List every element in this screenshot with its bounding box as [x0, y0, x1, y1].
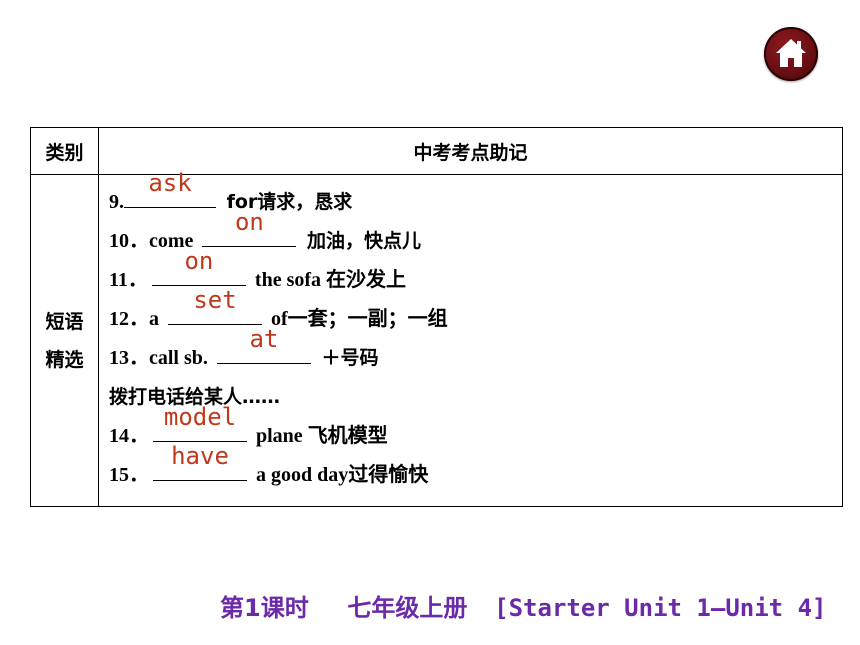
- phrase-item: 9. ask for请求，恳求: [109, 169, 842, 222]
- answer-blank: ask: [124, 169, 216, 208]
- footer-unit: [Starter Unit 1—Unit 4]: [494, 594, 827, 622]
- header-category: 类别: [30, 127, 99, 175]
- table-header-row: 类别 中考考点助记: [30, 127, 843, 175]
- answer-blank: set: [168, 286, 262, 325]
- header-content: 中考考点助记: [98, 127, 843, 175]
- item-suffix: for请求，恳求: [220, 191, 353, 213]
- phrase-item: 12．a set of一套；一副；一组: [109, 286, 842, 339]
- item-suffix: a good day过得愉快: [251, 464, 429, 486]
- category-line: 精选: [45, 348, 84, 371]
- home-icon: [776, 39, 806, 67]
- answer-blank: model: [153, 403, 247, 442]
- item-prefix: 9.: [109, 191, 124, 213]
- answer-blank: on: [151, 247, 246, 286]
- item-prefix: 11．: [109, 269, 148, 291]
- item-prefix: 10．come: [109, 230, 199, 252]
- items-cell: 9. ask for请求，恳求 10．come on 加油，快点儿 11． on t…: [98, 169, 843, 507]
- footer-book: 七年级上册: [347, 594, 468, 622]
- phrase-item: 15． have a good day过得愉快: [109, 442, 842, 495]
- footer-lesson: 第1课时: [220, 594, 309, 622]
- item-suffix: plane 飞机模型: [251, 425, 388, 447]
- phrase-item: 10．come on 加油，快点儿: [109, 208, 842, 261]
- item-prefix: 14．: [109, 425, 149, 447]
- answer-text: on: [184, 247, 214, 275]
- answer-text: have: [171, 442, 229, 470]
- category-cell: 短语 精选: [30, 174, 99, 507]
- answer-text: ask: [148, 169, 192, 197]
- answer-blank: have: [153, 442, 247, 481]
- phrase-item: 14． model plane 飞机模型: [109, 403, 842, 456]
- phrase-table: 类别 中考考点助记 短语 精选 9. ask for请求，恳求 10．come o…: [30, 127, 843, 507]
- phrase-item: 拨打电话给某人……: [109, 378, 842, 417]
- item-prefix: 12．a: [109, 308, 164, 330]
- home-button[interactable]: [764, 27, 818, 81]
- phrase-item: 13．call sb. at ＋号码: [109, 325, 842, 378]
- answer-blank: on: [202, 208, 297, 247]
- footer-caption: 第1课时 七年级上册 [Starter Unit 1—Unit 4]: [220, 588, 826, 623]
- answer-text: on: [234, 208, 264, 236]
- item-prefix: 13．call sb.: [109, 347, 213, 369]
- answer-blank: at: [216, 325, 311, 364]
- answer-text: at: [249, 325, 279, 353]
- item-prefix: 15．: [109, 464, 149, 486]
- item-suffix: 加油，快点儿: [300, 230, 422, 252]
- table-body-row: 短语 精选 9. ask for请求，恳求 10．come on 加油，快点儿 1…: [30, 169, 843, 507]
- item-suffix: the sofa 在沙发上: [249, 269, 407, 291]
- phrase-item: 11． on the sofa 在沙发上: [109, 247, 842, 300]
- item-suffix: ＋号码: [314, 347, 379, 369]
- item-suffix: of一套；一副；一组: [266, 308, 448, 330]
- answer-text: set: [193, 286, 237, 314]
- category-line: 短语: [45, 310, 84, 333]
- item-text: 拨打电话给某人……: [109, 386, 281, 408]
- answer-text: model: [163, 403, 237, 431]
